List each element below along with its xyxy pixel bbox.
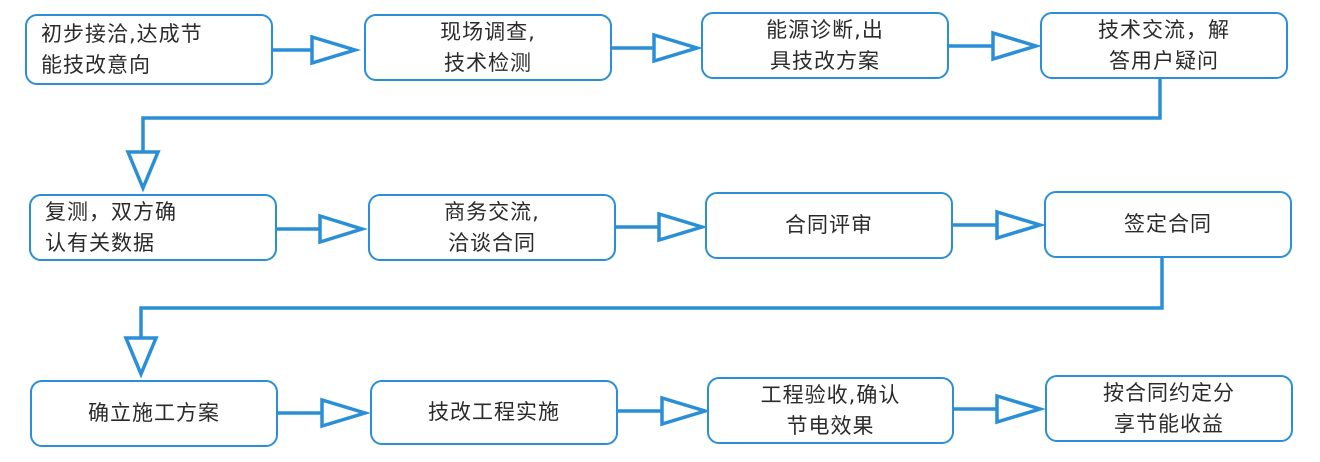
step-site-survey: 现场调查, 技术检测 xyxy=(364,14,612,81)
step-construction-plan: 确立施工方案 xyxy=(30,380,278,447)
step-2-line-1: 现场调查, xyxy=(440,19,536,44)
step-10-line-1: 技改工程实施 xyxy=(428,400,560,424)
step-5-line-1: 复测，双方确 xyxy=(45,199,177,224)
step-12-line-1: 按合同约定分 xyxy=(1103,380,1235,405)
step-8-line-1: 签定合同 xyxy=(1124,212,1212,236)
step-1-line-2: 能技改意向 xyxy=(41,52,151,77)
step-6-line-2: 洽谈合同 xyxy=(448,230,536,255)
step-3-line-2: 具技改方案 xyxy=(770,48,880,73)
arrow-head-8-9 xyxy=(123,336,159,379)
step-3-line-1: 能源诊断,出 xyxy=(766,17,884,42)
connector-row1-row2 xyxy=(141,78,1162,152)
step-acceptance-check: 工程验收,确认 节电效果 xyxy=(707,377,954,444)
step-contract-review: 合同评审 xyxy=(705,192,953,259)
arrow-head-10-11 xyxy=(660,395,712,427)
arrow-head-1-2 xyxy=(310,34,362,66)
arrow-head-2-3 xyxy=(652,32,704,64)
connector-row2-row3 xyxy=(139,258,1164,338)
arrow-head-9-10 xyxy=(320,397,372,429)
step-5-line-2: 认有关数据 xyxy=(45,230,155,255)
step-6-line-1: 商务交流, xyxy=(444,199,540,224)
arrow-head-3-4 xyxy=(991,30,1043,62)
step-11-line-2: 节电效果 xyxy=(786,413,875,438)
step-4-line-2: 答用户疑问 xyxy=(1109,48,1219,73)
step-1-line-1: 初步接洽,达成节 xyxy=(41,21,203,46)
step-initial-contact: 初步接洽,达成节 能技改意向 xyxy=(25,14,273,85)
step-12-line-2: 享节能收益 xyxy=(1114,411,1224,436)
step-sign-contract: 签定合同 xyxy=(1044,191,1292,258)
step-4-line-1: 技术交流，解 xyxy=(1098,17,1230,42)
step-7-line-1: 合同评审 xyxy=(785,213,873,237)
step-energy-diagnosis: 能源诊断,出 具技改方案 xyxy=(701,12,949,79)
arrow-head-11-12 xyxy=(995,393,1047,425)
arrow-head-5-6 xyxy=(318,213,368,245)
step-2-line-2: 技术检测 xyxy=(444,50,532,75)
step-technical-exchange: 技术交流，解 答用户疑问 xyxy=(1040,12,1288,79)
step-retrofit-implementation: 技改工程实施 xyxy=(370,380,618,445)
arrow-head-4-5 xyxy=(125,150,161,193)
step-retest-confirm: 复测，双方确 认有关数据 xyxy=(29,194,277,261)
arrow-head-6-7 xyxy=(657,211,709,243)
step-share-savings: 按合同约定分 享节能收益 xyxy=(1045,375,1293,442)
step-9-line-1: 确立施工方案 xyxy=(88,401,220,425)
arrow-head-7-8 xyxy=(995,209,1047,241)
step-business-negotiation: 商务交流, 洽谈合同 xyxy=(368,194,616,261)
step-11-line-1: 工程验收,确认 xyxy=(760,382,901,407)
